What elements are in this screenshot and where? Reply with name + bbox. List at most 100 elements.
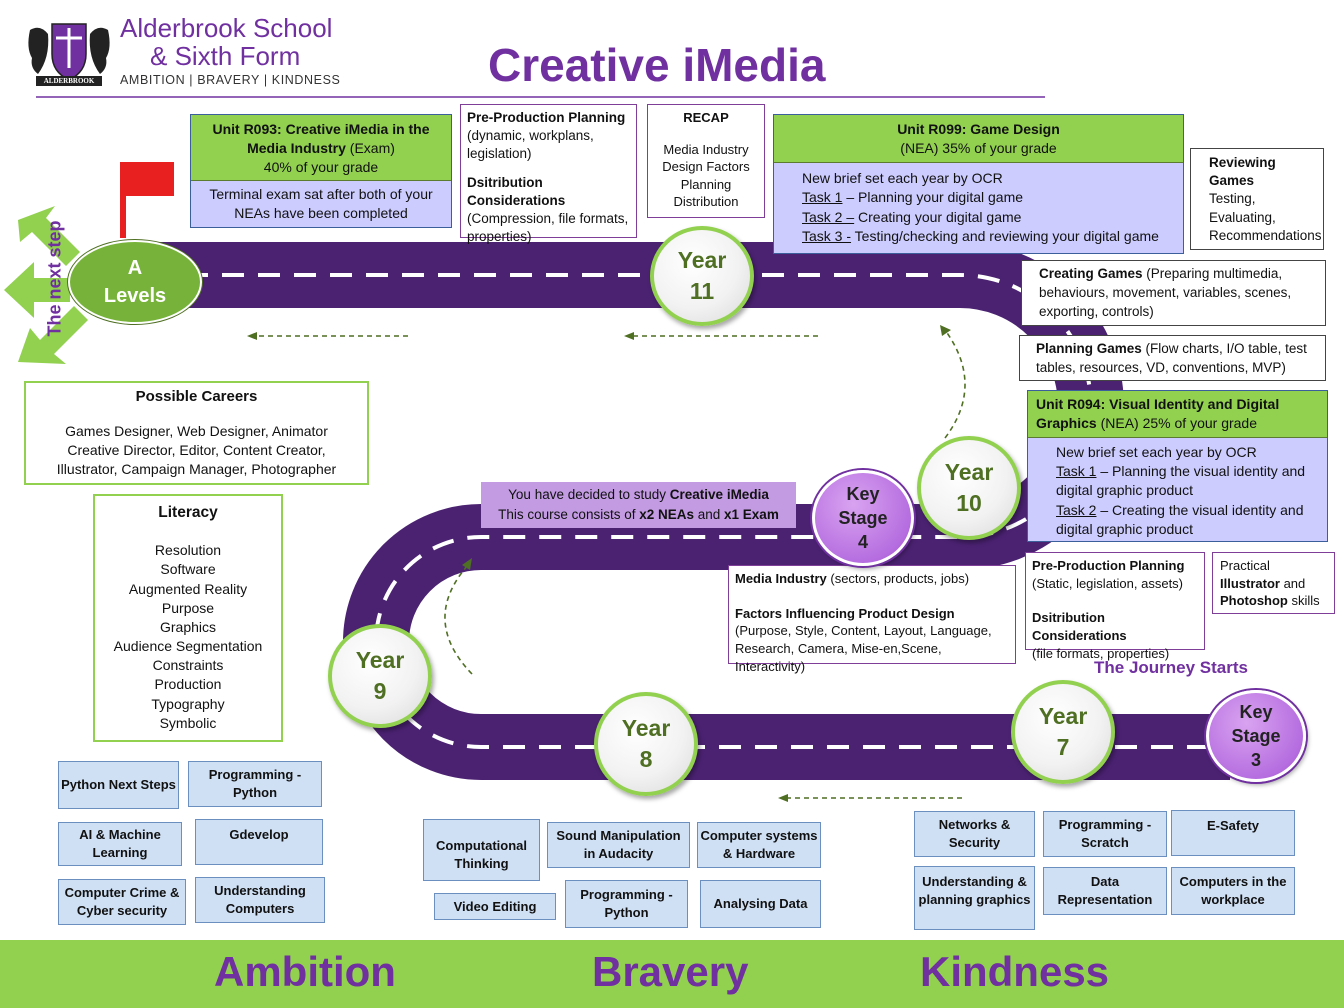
careers-text: Games Designer, Web Designer, Animator C… (56, 422, 337, 477)
planning-title: Planning Games (1036, 341, 1142, 356)
school-name-line2: & Sixth Form (150, 41, 301, 71)
ks4-line1: Key (846, 483, 880, 504)
literacy-title: Literacy (158, 504, 218, 521)
footer-ambition: Ambition (214, 948, 396, 995)
course-line2-mid: and (694, 506, 725, 522)
r099-sub: (NEA) 35% of your grade (900, 139, 1057, 156)
preprod-y11-title: Pre-Production Planning (467, 110, 626, 125)
literacy-item: Constraints (152, 657, 224, 674)
r093-unit-box: Unit R093: Creative iMedia in the Media … (190, 114, 452, 228)
course-line2-exam: x1 Exam (724, 506, 779, 522)
literacy-item: Graphics (159, 618, 217, 635)
recap-item: Media Industry (663, 141, 749, 157)
preprod-y10-title: Pre-Production Planning (1032, 558, 1185, 573)
literacy-item: Resolution (154, 542, 222, 559)
reviewing-title: Reviewing Games (1209, 155, 1276, 189)
flag-pole (120, 162, 126, 238)
arrow-heads (247, 325, 951, 802)
practical-mid: and (1279, 575, 1306, 591)
literacy-item: Augmented Reality (128, 580, 248, 597)
topic-esafety: E-Safety (1171, 810, 1295, 856)
footer-kindness: Kindness (920, 948, 1110, 995)
r094-body: New brief set each year by OCR Task 1 – … (1028, 438, 1327, 541)
year-11-marker: Year 11 (650, 226, 754, 326)
creating-games-box: Creating Games (Preparing multimedia, be… (1021, 260, 1326, 326)
preprod-y11-box: Pre-Production Planning (dynamic, workpl… (460, 104, 637, 244)
recap-item: Distribution (673, 194, 739, 210)
next-step-label: The next step (44, 220, 65, 337)
reviewing-item: Recommendations (1209, 227, 1322, 243)
r093-note: Terminal exam sat after both of your NEA… (191, 181, 451, 227)
practical-photoshop: Photoshop (1220, 593, 1288, 609)
topic-computer-crime: Computer Crime & Cyber security (58, 879, 186, 925)
topic-ai-machine-learning: AI & Machine Learning (58, 822, 182, 866)
r099-task2-label: Task 2 – (802, 208, 855, 225)
r093-weight: 40% of your grade (263, 158, 379, 175)
year-11-label: Year (677, 246, 727, 273)
r099-task1-label: Task 1 (802, 189, 843, 206)
journey-starts-label: The Journey Starts (1094, 658, 1248, 677)
preprod-y10-detail: (Static, legislation, assets) (1032, 575, 1184, 591)
red-flag-icon (126, 162, 174, 196)
topic-programming-python-left: Programming - Python (188, 761, 322, 807)
school-crest-logo: ALDERBROOK (22, 18, 116, 88)
topic-gdevelop: Gdevelop (195, 819, 323, 865)
r094-task1-label: Task 1 (1056, 463, 1097, 480)
course-banner: You have decided to study Creative iMedi… (481, 482, 796, 528)
page-title: Creative iMedia (488, 39, 826, 91)
year-8-number: 8 (639, 746, 653, 772)
course-line2-nea: x2 NEAs (639, 506, 694, 522)
reviewing-item: Evaluating, (1209, 209, 1276, 225)
r099-task1-text: – Planning your digital game (842, 189, 1024, 206)
literacy-item: Software (160, 561, 216, 578)
r099-title: Unit R099: Game Design (897, 121, 1060, 137)
preprod-y11-detail: (dynamic, workplans, legislation) (467, 128, 594, 162)
a-levels-line1: A (127, 257, 143, 279)
year-9-marker: Year 9 (328, 624, 432, 728)
year-7-number: 7 (1056, 734, 1070, 760)
ks3-line1: Key (1239, 701, 1273, 722)
creating-title: Creating Games (1039, 266, 1143, 281)
topic-understanding-graphics: Understanding & planning graphics (914, 866, 1035, 930)
year-7-marker: Year 7 (1011, 680, 1115, 784)
planning-games-box: Planning Games (Flow charts, I/O table, … (1019, 335, 1326, 381)
r093-header: Unit R093: Creative iMedia in the Media … (191, 115, 451, 181)
r094-task1-text: – Planning the visual identity and digit… (1056, 463, 1306, 499)
creating-detail: (Preparing multimedia, behaviours, movem… (1039, 266, 1292, 319)
practical-line1: Practical (1220, 558, 1270, 573)
dist-y10-title: Dsitribution Considerations (1032, 610, 1127, 644)
r094-unit-box: Unit R094: Visual Identity and Digital G… (1027, 390, 1328, 542)
footer-banner: Ambition Bravery Kindness (0, 940, 1344, 1008)
course-line2-pre: This course consists of (498, 506, 640, 522)
crest-banner-text: ALDERBROOK (43, 77, 95, 85)
topic-computational-thinking: Computational Thinking (423, 819, 540, 881)
ks3-line2: Stage (1231, 725, 1281, 746)
r094-title: Unit R094: Visual Identity and Digital G… (1036, 396, 1280, 431)
key-stage-4-marker: Key Stage 4 (812, 470, 914, 566)
year-8-label: Year (621, 714, 671, 741)
a-levels-circle: A Levels (68, 240, 202, 324)
media-industry-box: Media Industry (sectors, products, jobs)… (728, 565, 1016, 674)
year-11-number: 11 (689, 278, 715, 304)
r094-header: Unit R094: Visual Identity and Digital G… (1028, 391, 1327, 438)
topic-programming-scratch: Programming - Scratch (1043, 811, 1167, 857)
next-step-arrows-icon (4, 206, 88, 364)
topic-analysing-data: Analysing Data (700, 880, 821, 928)
ks4-line2: Stage (838, 507, 888, 528)
r099-task3-text: Testing/checking and reviewing your digi… (851, 227, 1159, 244)
dist-y11-title: Dsitribution Considerations (467, 174, 566, 208)
reviewing-item: Testing, (1209, 191, 1256, 207)
recap-title: RECAP (683, 110, 729, 125)
media-industry-title: Media Industry (735, 571, 827, 586)
literacy-item: Purpose (161, 599, 215, 616)
r099-unit-box: Unit R099: Game Design (NEA) 35% of your… (773, 114, 1184, 254)
practical-skills-box: Practical Illustrator and Photoshop skil… (1212, 552, 1335, 614)
topic-video-editing: Video Editing (434, 893, 556, 920)
practical-end: skills (1287, 593, 1320, 609)
ks3-line3: 3 (1250, 750, 1261, 771)
r099-header: Unit R099: Game Design (NEA) 35% of your… (774, 115, 1183, 163)
dist-y10-detail: (file formats, properties) (1032, 645, 1170, 661)
school-motto: AMBITION | BRAVERY | KINDNESS (120, 73, 341, 87)
literacy-item: Production (154, 676, 222, 693)
r099-body: New brief set each year by OCR Task 1 – … (774, 163, 1183, 253)
